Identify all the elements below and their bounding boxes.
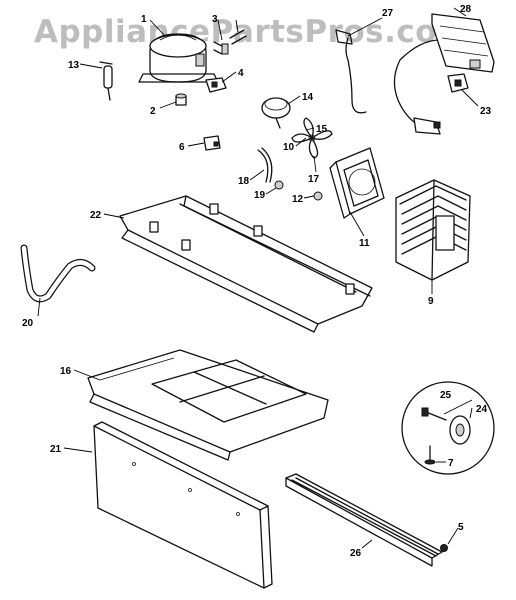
callout-10: 10 [283, 142, 295, 153]
fan-shroud [329, 147, 385, 219]
callout-14: 14 [302, 92, 314, 103]
callout-20: 20 [22, 318, 34, 329]
evaporator [395, 179, 471, 281]
front-panel [93, 421, 273, 589]
callout-21: 21 [50, 444, 62, 455]
callout-labels: 1 2 3 4 5 6 7 9 10 11 12 13 14 15 16 17 … [22, 4, 492, 559]
connector [447, 73, 469, 93]
callout-16: 16 [60, 366, 72, 377]
callout-24: 24 [476, 404, 488, 415]
callout-19: 19 [254, 190, 266, 201]
callout-13: 13 [68, 60, 80, 71]
screw-small [440, 544, 448, 552]
callout-5: 5 [458, 522, 464, 533]
vent-grille [285, 473, 443, 567]
compressor [138, 33, 219, 83]
callout-1: 1 [141, 14, 147, 25]
power-cord [335, 29, 441, 135]
callout-3: 3 [212, 14, 218, 25]
bottom-panel [119, 195, 373, 333]
relay [205, 77, 227, 93]
watermark: AppliancePartsPros.com [34, 14, 470, 50]
callout-27: 27 [382, 8, 394, 19]
callout-17: 17 [308, 174, 320, 185]
drain-pan [87, 349, 329, 461]
leader-lines [37, 7, 479, 549]
drain-tube [20, 244, 96, 303]
drier [99, 61, 113, 101]
callout-9: 9 [428, 296, 434, 307]
callout-12: 12 [292, 194, 304, 205]
callout-18: 18 [238, 176, 250, 187]
callout-2: 2 [150, 106, 156, 117]
callout-28: 28 [460, 4, 472, 15]
screw-parts [213, 29, 247, 55]
motor-bracket [257, 147, 273, 183]
callout-25: 25 [440, 390, 452, 401]
callout-7: 7 [448, 458, 454, 469]
clip [203, 135, 221, 151]
callout-4: 4 [238, 68, 244, 79]
callout-23: 23 [480, 106, 492, 117]
wiring-bracket [431, 13, 495, 73]
fan-motor [261, 97, 291, 129]
nuts [274, 180, 323, 201]
callout-26: 26 [350, 548, 362, 559]
grommet [175, 93, 187, 106]
callout-11: 11 [359, 238, 370, 249]
callout-6: 6 [179, 142, 185, 153]
callout-22: 22 [90, 210, 102, 221]
wheel-inset [401, 381, 495, 475]
callout-15: 15 [316, 124, 328, 135]
